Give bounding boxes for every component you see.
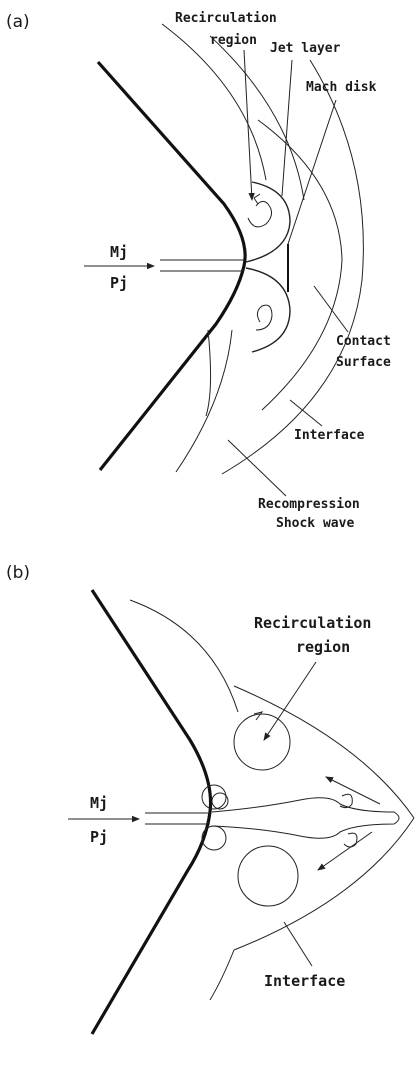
panel-a-outer-arc-2: [209, 35, 305, 201]
panel-b-leader-interface: [283, 921, 313, 967]
panel-a-wall: [96, 60, 247, 471]
panel-a: (a) Recirculation region Jet layer Mach …: [6, 11, 391, 531]
panel-a-leader-recompression: [227, 439, 287, 497]
panel-b-recirculation-label-2: region: [296, 638, 350, 656]
panel-b-leader-recirculation: [263, 661, 317, 741]
panel-a-jet-layer-label: Jet layer: [270, 41, 341, 56]
panel-b-vortex-upper-arrow: [253, 711, 264, 721]
panel-b-tag: (b): [6, 563, 30, 583]
panel-b-interface-upper: [233, 685, 415, 819]
panel-a-contact-label-1: Contact: [336, 334, 391, 349]
panel-b-top-arc: [129, 599, 239, 713]
panel-b-vortex-lower: [237, 845, 299, 907]
panel-b-interface-label: Interface: [264, 972, 345, 990]
panel-a-mj-label: Mj: [110, 243, 128, 261]
panel-a-recirculation-label-1: Recirculation: [175, 11, 277, 26]
panel-a-jet-layer-upper: [245, 181, 291, 263]
panel-a-contact-arc: [257, 119, 343, 411]
panel-b-internal-arrow-1: [325, 776, 381, 805]
panel-a-recompression-label-2: Shock wave: [276, 516, 354, 531]
panel-b-internal-arrow-2: [317, 831, 373, 871]
panel-a-leader-recirculation: [243, 49, 255, 201]
panel-b-wall: [90, 589, 213, 1035]
panel-b-small-vortex-3: [201, 825, 227, 851]
panel-a-vortex-upper: [247, 200, 272, 228]
panel-a-recompression-label-1: Recompression: [258, 497, 360, 512]
panel-a-recirculation-label-2: region: [210, 33, 257, 48]
panel-a-inner-arc: [205, 329, 212, 417]
panel-a-leader-jet-layer: [281, 59, 293, 197]
panel-b-recirculation-label-1: Recirculation: [254, 614, 371, 632]
panel-a-leader-mach-disk: [287, 99, 337, 245]
panel-a-interface-arc: [221, 59, 364, 475]
panel-a-contact-label-2: Surface: [336, 355, 391, 370]
panel-b-mj-label: Mj: [90, 794, 108, 812]
panel-a-leader-interface: [289, 399, 323, 427]
panel-a-recompression-arc: [175, 329, 233, 473]
panel-b-interface-lower: [233, 817, 415, 951]
panel-b-interface-left-tail: [209, 949, 235, 1001]
panel-a-tag: (a): [6, 12, 30, 32]
panel-b-small-vortex-2: [211, 792, 229, 810]
panel-b-small-vortex-1: [201, 784, 227, 810]
panel-b-swirl-2: [343, 832, 358, 848]
panel-a-pj-label: Pj: [110, 274, 128, 292]
panel-a-interface-label: Interface: [294, 428, 365, 443]
panel-a-leader-contact: [313, 285, 349, 333]
panel-a-mach-disk-label: Mach disk: [306, 80, 377, 95]
panel-a-vortex-lower: [255, 304, 273, 331]
panel-a-jet-layer-lower: [245, 267, 291, 353]
panel-b-pj-label: Pj: [90, 828, 108, 846]
panel-a-outer-arc-1: [161, 23, 267, 181]
panel-b-vortex-upper: [233, 713, 291, 771]
panel-b-swirl-1: [339, 793, 353, 809]
panel-b-jet-plume: [211, 797, 400, 839]
panel-b: (b) Recirculation region Mj P: [6, 563, 415, 1035]
